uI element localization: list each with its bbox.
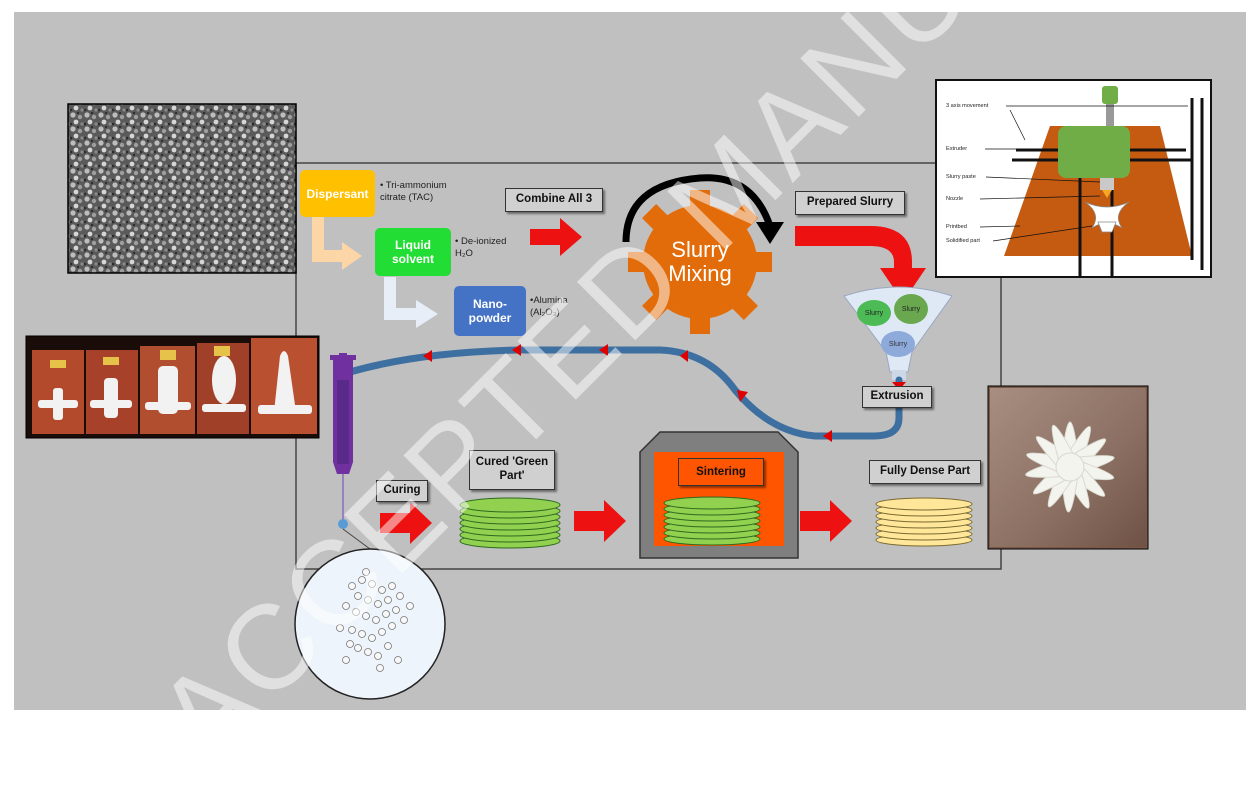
combine-label: Combine All 3 — [505, 188, 603, 212]
curing-arrow — [380, 502, 432, 544]
to-sintering-arrow — [574, 500, 626, 542]
flow-arrows — [380, 218, 926, 544]
nano-powder-box: Nano-powder — [454, 286, 526, 336]
slurry-mixing-label: Slurry Mixing — [668, 236, 732, 286]
rotation-arrow — [622, 174, 774, 243]
curing-label: Curing — [376, 480, 428, 502]
green-part-stack — [459, 497, 561, 549]
ingredient-elbow-arrows — [312, 216, 438, 328]
funnel-blob-label: Slurry — [888, 340, 908, 348]
to-dense-arrow — [800, 500, 852, 542]
funnel-blob-label: Slurry — [901, 305, 921, 313]
rotation-arrowhead — [756, 222, 784, 244]
sintering-furnace — [639, 431, 799, 559]
fully-dense-part-photo — [987, 385, 1149, 550]
dispersant-box: Dispersant — [300, 170, 375, 217]
printer-label: 3 axis movement — [946, 103, 989, 109]
extrusion-label: Extrusion — [862, 386, 932, 408]
printer-label: Slurry paste — [946, 174, 976, 180]
printer-label: Nozzle — [946, 196, 964, 202]
dense-part-stack — [875, 497, 973, 547]
printed-parts-photo — [25, 335, 320, 439]
cured-green-part-label: Cured 'Green Part' — [469, 450, 555, 490]
process-diagram — [14, 12, 1246, 710]
printer-label: Extruder — [946, 146, 968, 152]
syringe — [330, 353, 356, 529]
funnel-blob-label: Slurry — [864, 309, 884, 317]
combine-arrow — [530, 218, 582, 256]
extrusion-tube — [346, 346, 903, 440]
liquid-solvent-box: Liquid solvent — [375, 228, 451, 276]
sintering-label: Sintering — [678, 458, 764, 486]
nano-powder-note: •Alumina (Al₂O₃) — [530, 295, 568, 318]
prepared-slurry-arrow — [795, 226, 926, 302]
liquid-solvent-note: • De-ionized H₂O — [455, 236, 507, 259]
printer-schematic — [935, 79, 1212, 278]
extrusion-funnel — [843, 286, 953, 380]
fully-dense-part-label: Fully Dense Part — [869, 460, 981, 484]
sem-micrograph — [67, 103, 297, 274]
dispersant-note: • Tri-ammonium citrate (TAC) — [380, 180, 447, 203]
particle-cluster-detail — [294, 528, 446, 700]
printer-label: Printbed — [946, 224, 967, 230]
printer-label: Solidified part — [946, 238, 980, 244]
prepared-slurry-label: Prepared Slurry — [795, 191, 905, 215]
